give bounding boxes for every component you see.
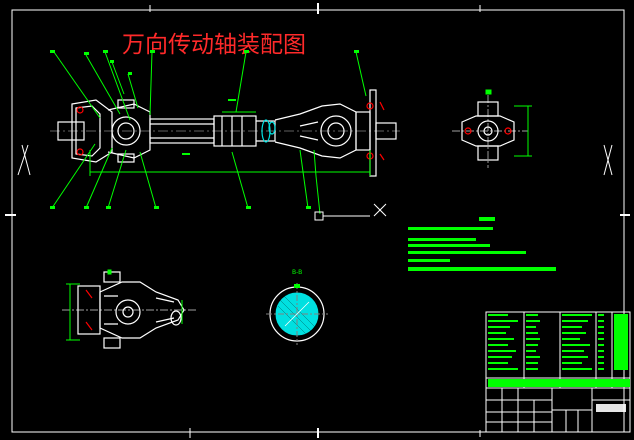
end-view-dimensions (485, 89, 532, 157)
cad-cursor[interactable] (314, 203, 387, 221)
drawing-title: 万向传动轴装配图 (122, 32, 306, 58)
side-view-dimensions (66, 269, 183, 341)
section-view-b-b (266, 283, 328, 345)
end-view-right (452, 95, 528, 168)
title-block (485, 387, 631, 433)
section-label: B-B (292, 269, 302, 276)
balloon-ticks (50, 50, 359, 209)
parts-list-rows (488, 314, 630, 387)
main-view-dimensions (89, 99, 371, 176)
side-view-bottom-left (62, 271, 196, 349)
technical-notes (408, 217, 556, 271)
part-leader-lines (51, 51, 367, 215)
main-shaft-assembly-view (50, 89, 400, 177)
drawing-frame (5, 3, 630, 438)
